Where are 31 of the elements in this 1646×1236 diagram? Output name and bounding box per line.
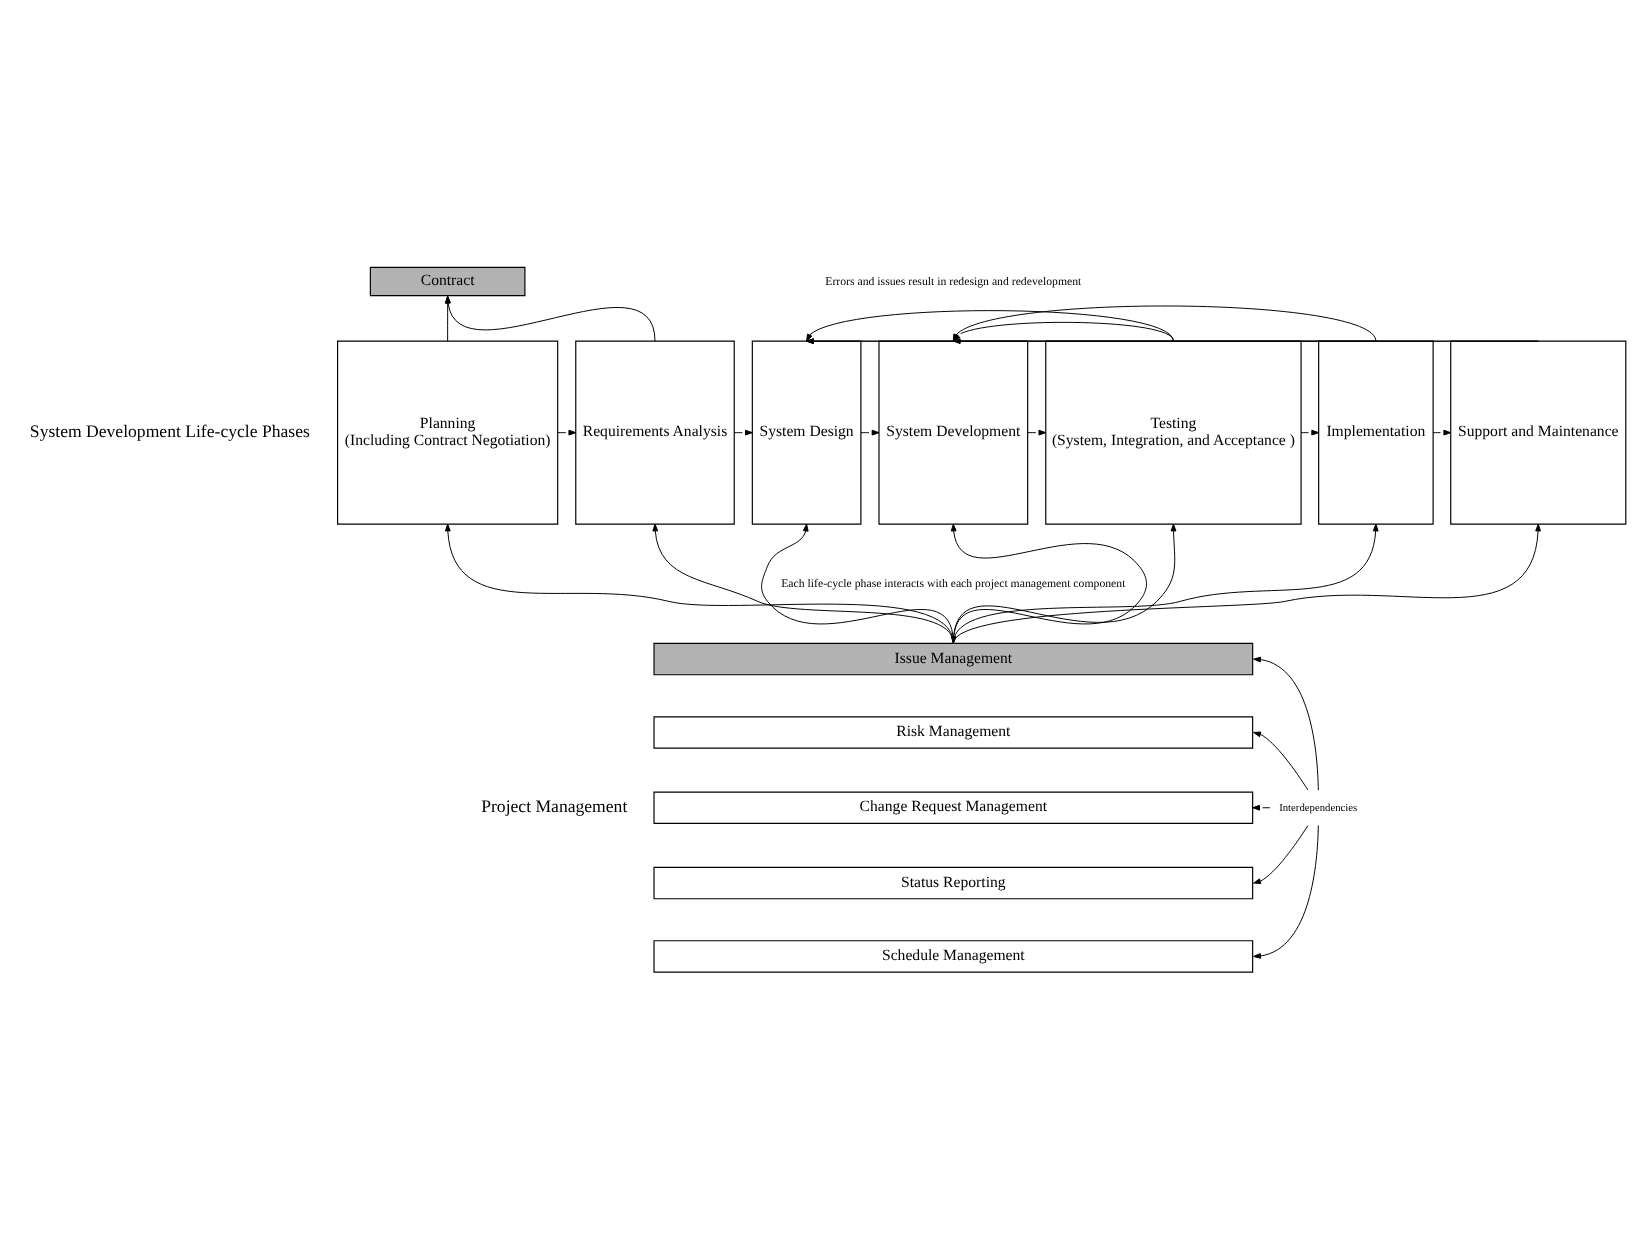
arrow (557, 429, 577, 436)
node-box: Issue Management (653, 642, 1254, 676)
label: System Development Life-cycle Phases (29, 420, 310, 441)
arrow (860, 429, 880, 436)
arrow (1300, 429, 1320, 436)
arrow (806, 338, 1539, 345)
arrow (1252, 804, 1271, 811)
node-box: Support and Maintenance (1450, 340, 1627, 525)
node-box: Planning (Including Contract Negotiation) (337, 340, 559, 525)
arrow (445, 295, 656, 342)
arrow (1253, 824, 1319, 959)
arrow (806, 310, 1174, 342)
arrow (1253, 825, 1309, 884)
arrow (952, 338, 1539, 345)
arrow (1432, 429, 1452, 436)
node-box: Contract (369, 266, 526, 297)
node-box: Testing (System, Integration, and Acceptance ) (1045, 340, 1302, 525)
node-box: Change Request Management (653, 791, 1254, 824)
arrow (733, 429, 753, 436)
arrow (952, 321, 1174, 342)
node-box: Schedule Management (653, 940, 1254, 973)
node-box: Status Reporting (653, 866, 1254, 900)
node-box: Risk Management (653, 716, 1254, 749)
arrow (952, 305, 1377, 342)
arrow (444, 295, 451, 342)
arrow (1027, 429, 1047, 436)
arrow (1253, 731, 1309, 791)
node-box: Implementation (1318, 340, 1434, 525)
label: Project Management (481, 796, 628, 817)
arrow (1253, 656, 1319, 791)
node-box: Requirements Analysis (575, 340, 735, 525)
